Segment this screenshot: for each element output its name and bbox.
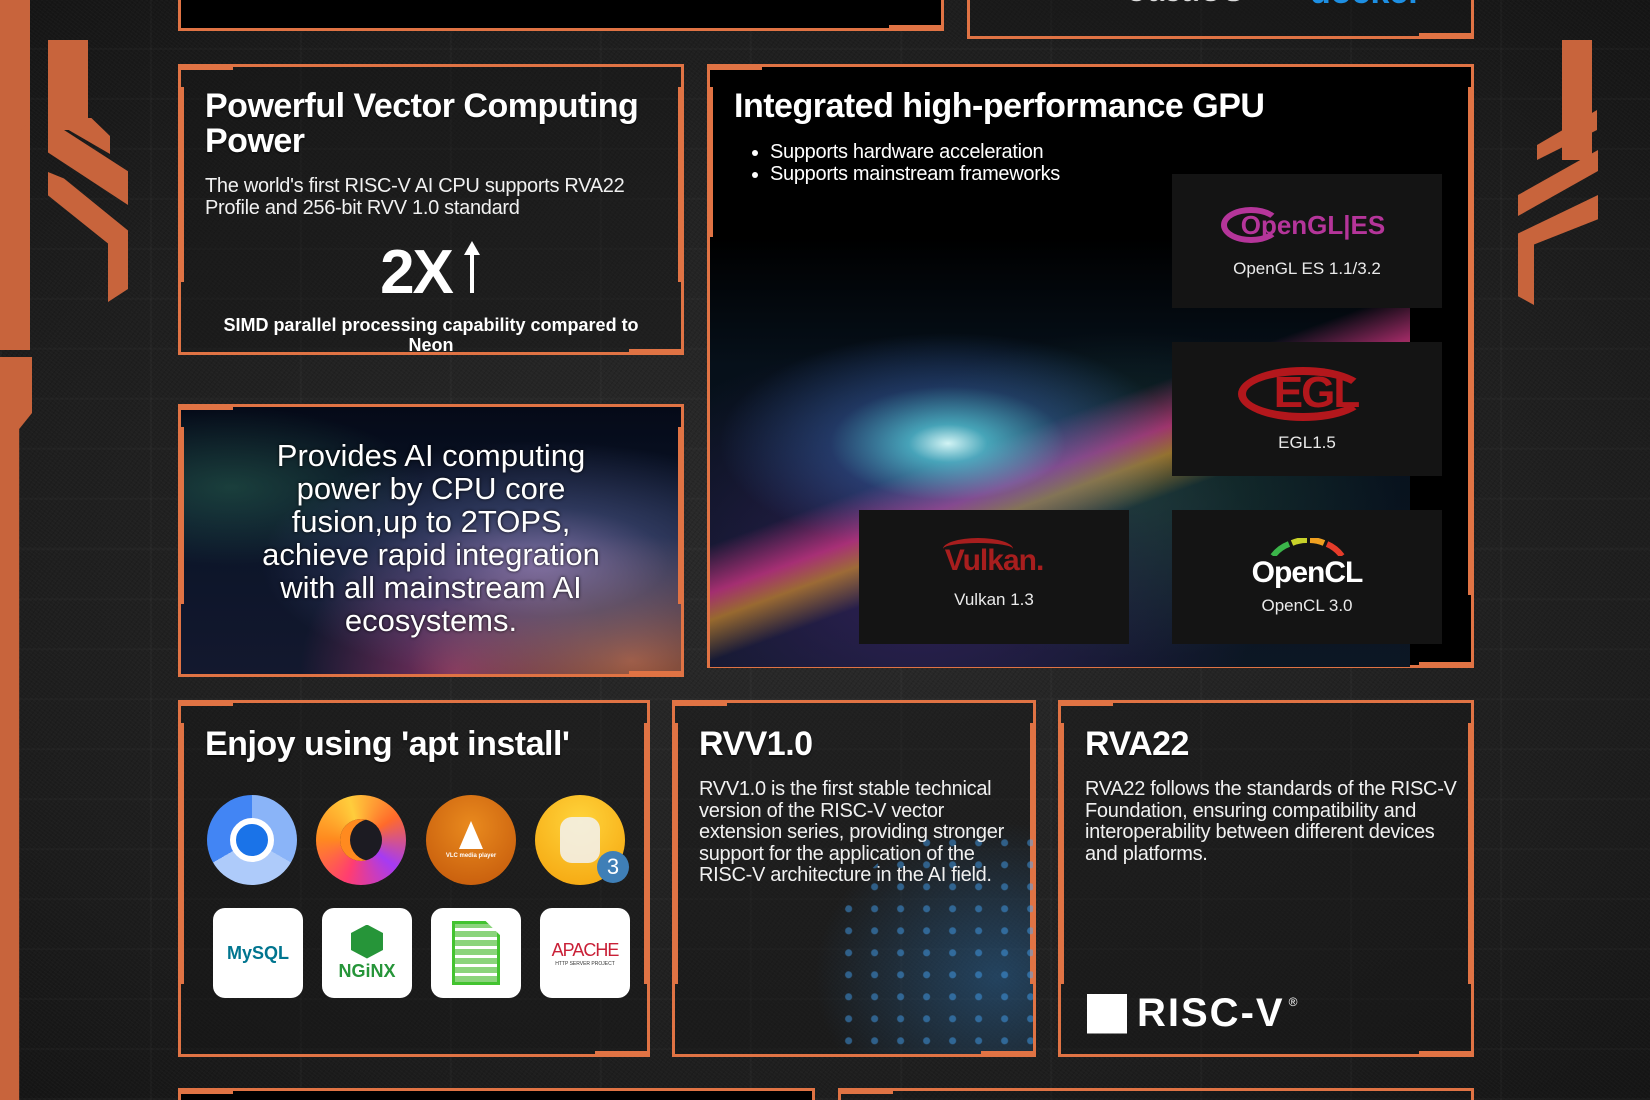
rvv-panel: RVV1.0 RVV1.0 is the first stable techni… [672, 700, 1036, 1057]
rva-description: RVA22 follows the standards of the RISC-… [1085, 778, 1457, 865]
risc-v-mark-icon [1087, 993, 1127, 1034]
panel-title: Powerful Vector Computing Power [205, 87, 639, 160]
ai-description: Provides AI computing power by CPU core … [262, 438, 600, 638]
opengl-es-logo: OpenGL|ES [1220, 203, 1385, 247]
api-label: EGL1.5 [1278, 433, 1336, 452]
chromium-icon [207, 795, 297, 885]
firefox-icon [316, 795, 406, 885]
egl-logo: EGL [1237, 365, 1368, 421]
arrow-up-icon [462, 239, 482, 295]
python-icon: 3 [535, 795, 629, 885]
gpu-panel: Integrated high-performance GPU Supports… [707, 64, 1474, 668]
gpu-bullets: Supports hardware acceleration Supports … [770, 141, 1060, 185]
apt-install-panel: Enjoy using 'apt install' VLC media play… [178, 700, 650, 1057]
rvv-title: RVV1.0 [699, 725, 813, 763]
vlc-icon: VLC media player [426, 795, 516, 885]
opencl-logo: OpenCL [1252, 538, 1363, 590]
vector-computing-panel: Powerful Vector Computing Power The worl… [178, 64, 684, 355]
bullet-item: Supports hardware acceleration [770, 141, 1060, 163]
metric-value: 2X [380, 238, 454, 307]
api-tile-opencl: OpenCL OpenCL 3.0 [1172, 510, 1442, 644]
metric-caption: SIMD parallel processing capability comp… [223, 315, 639, 355]
libreoffice-calc-icon [431, 908, 521, 998]
rvv-description: RVV1.0 is the first stable technical ver… [699, 778, 1004, 886]
api-tile-egl: EGL EGL1.5 [1172, 342, 1442, 476]
apt-title: Enjoy using 'apt install' [205, 725, 570, 763]
metric-row: 2X [181, 237, 681, 308]
api-label: Vulkan 1.3 [954, 590, 1034, 609]
bullet-item: Supports mainstream frameworks [770, 163, 1060, 185]
python-version-badge: 3 [597, 851, 629, 883]
nginx-icon: NGiNX [322, 908, 412, 998]
api-label: OpenCL 3.0 [1261, 596, 1353, 615]
api-tile-vulkan: Vulkan. Vulkan 1.3 [859, 510, 1129, 644]
mysql-icon: MySQL [213, 908, 303, 998]
casaos-logo: CasaOS [1125, 0, 1244, 9]
gpu-title: Integrated high-performance GPU [734, 87, 1265, 125]
api-label: OpenGL ES 1.1/3.2 [1233, 259, 1381, 278]
vulkan-logo: Vulkan. [942, 538, 1044, 578]
opencl-gauge-icon [1270, 538, 1345, 556]
rva22-panel: RVA22 RVA22 follows the standards of the… [1058, 700, 1474, 1057]
bottom-right-panel-partial [838, 1088, 1474, 1100]
ai-computing-panel: Provides AI computing power by CPU core … [178, 404, 684, 677]
panel-description: The world's first RISC-V AI CPU supports… [205, 175, 625, 219]
rva-title: RVA22 [1085, 725, 1189, 763]
top-right-panel-partial: CasaOS docker [967, 0, 1474, 39]
apache-icon: APACHE HTTP SERVER PROJECT [540, 908, 630, 998]
top-left-panel-partial [178, 0, 944, 31]
docker-logo: docker [1310, 0, 1422, 12]
api-tile-opengl-es: OpenGL|ES OpenGL ES 1.1/3.2 [1172, 174, 1442, 308]
risc-v-logo: RISC-V ® [1087, 991, 1303, 1036]
bottom-left-panel-partial [178, 1088, 815, 1100]
